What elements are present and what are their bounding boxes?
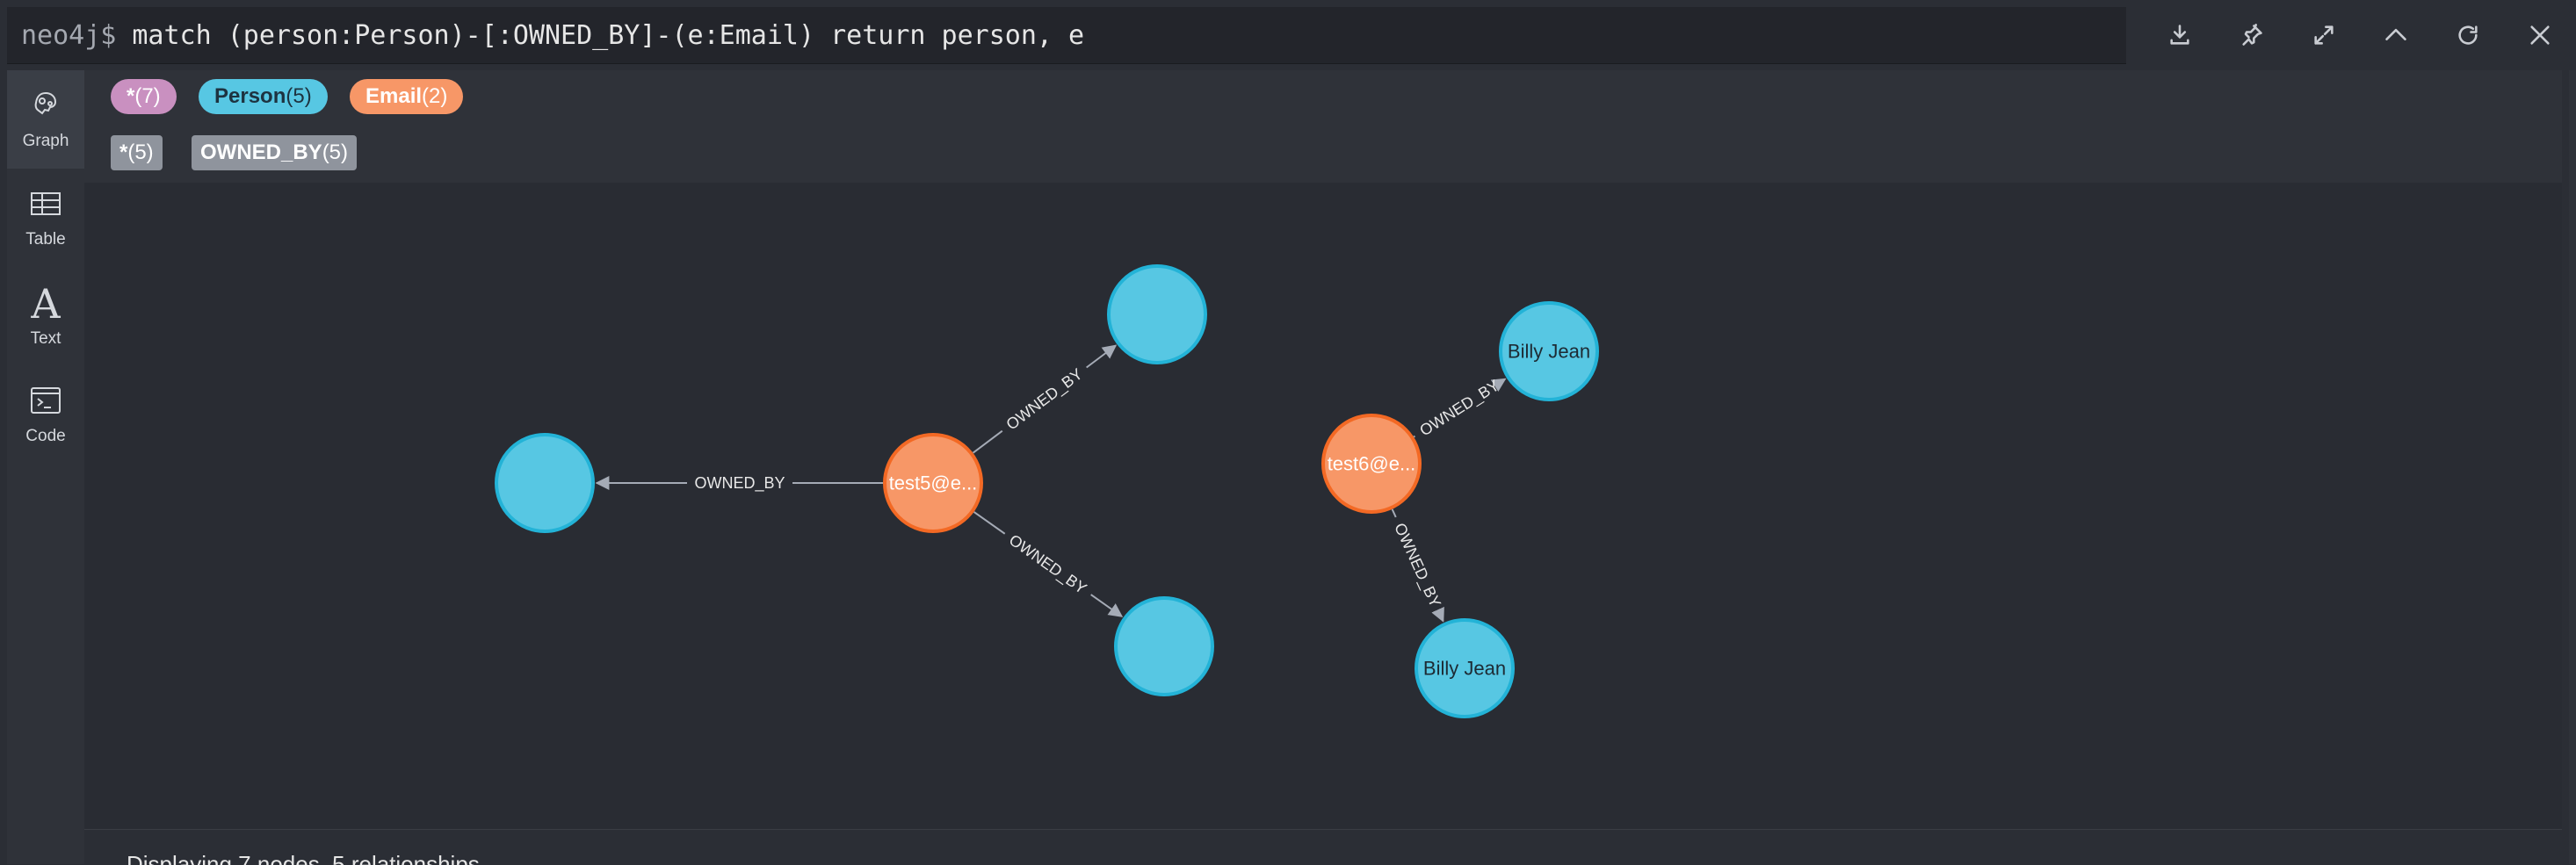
relationship-line — [973, 511, 1006, 535]
relationship-line — [972, 429, 1003, 454]
relationship-label: OWNED_BY — [1003, 365, 1087, 435]
legend-label-count: (2) — [422, 84, 448, 108]
relationship-label: OWNED_BY — [694, 474, 785, 493]
legend-label-all[interactable]: *(7) — [111, 79, 177, 114]
relationship-label: OWNED_BY — [1005, 531, 1089, 599]
legend-rel-owned-by[interactable]: OWNED_BY(5) — [192, 135, 358, 170]
legend-rel-name: OWNED_BY — [200, 141, 322, 164]
relationship-label: OWNED_BY — [1390, 521, 1444, 610]
node-person[interactable]: Billy Jean — [1415, 618, 1515, 718]
sidebar-item-text[interactable]: A Text — [7, 267, 84, 365]
legend-label-person[interactable]: Person(5) — [199, 79, 328, 114]
relationship-line — [1490, 378, 1507, 393]
legend-label-email[interactable]: Email(2) — [350, 79, 464, 114]
query-bar[interactable]: neo4j$ match (person:Person)-[:OWNED_BY]… — [7, 7, 2126, 64]
node-person[interactable] — [1107, 264, 1207, 364]
download-icon — [2170, 25, 2189, 45]
sidebar-item-code[interactable]: Code — [7, 365, 84, 464]
legend-label-count: (7) — [134, 84, 161, 108]
relationship-line — [1391, 508, 1397, 518]
pin-button[interactable] — [2216, 7, 2288, 63]
node-person[interactable]: Billy Jean — [1499, 301, 1599, 401]
expand-icon — [2314, 25, 2334, 45]
text-icon: A — [31, 280, 61, 328]
node-caption: Billy Jean — [1508, 341, 1590, 363]
sidebar-item-label: Table — [25, 230, 66, 249]
query-text[interactable]: match (person:Person)-[:OWNED_BY]-(e:Ema… — [132, 19, 1085, 51]
legend-rel-count: (5) — [127, 141, 154, 164]
status-text: Displaying 7 nodes, 5 relationships. — [127, 851, 487, 865]
relationship-owned-by[interactable]: OWNED_BY — [595, 474, 883, 493]
relationship-owned-by[interactable]: OWNED_BY — [1390, 508, 1444, 623]
graph-icon — [34, 91, 57, 115]
download-button[interactable] — [2144, 7, 2216, 63]
query-prompt: neo4j$ — [21, 19, 117, 51]
graph-legend: *(7) Person(5) Email(2) *(5) OWNED_BY(5) — [84, 70, 2562, 183]
code-icon — [31, 387, 61, 414]
collapse-icon — [2385, 28, 2406, 40]
view-sidebar: Graph Table A Text Code — [7, 70, 84, 864]
legend-label-name: Email — [365, 84, 423, 108]
sidebar-item-table[interactable]: Table — [7, 169, 84, 267]
legend-label-name: Person — [214, 84, 286, 108]
frame-toolbar — [2144, 7, 2576, 63]
node-circle — [1499, 301, 1599, 401]
node-caption: test6@e... — [1328, 453, 1416, 475]
relationship-line — [1431, 606, 1444, 623]
node-circle — [883, 433, 983, 533]
relationship-line — [1090, 594, 1124, 617]
table-icon — [31, 192, 61, 215]
node-caption: Billy Jean — [1423, 658, 1506, 680]
legend-label-count: (5) — [286, 84, 312, 108]
scrollbar[interactable] — [2569, 70, 2576, 864]
node-email[interactable]: test6@e... — [1321, 414, 1422, 514]
status-bar: Displaying 7 nodes, 5 relationships. — [84, 829, 2562, 865]
node-circle — [1415, 618, 1515, 718]
node-caption: test5@e... — [889, 472, 978, 494]
pin-icon — [2242, 24, 2262, 46]
relationship-line — [1086, 344, 1118, 369]
graph-view[interactable]: OWNED_BY OWNED_BY OWNED_BY OWNED_BY OWNED_BY… — [84, 183, 2562, 829]
relationship-owned-by[interactable]: OWNED_BY — [973, 511, 1124, 617]
legend-rel-name: * — [119, 141, 128, 164]
sidebar-item-label: Graph — [22, 132, 69, 150]
sidebar-item-label: Code — [25, 427, 66, 445]
node-person[interactable] — [495, 433, 595, 533]
legend-label-name: * — [127, 84, 135, 108]
node-circle — [1114, 596, 1214, 696]
close-button[interactable] — [2504, 7, 2576, 63]
relationship-line — [1413, 435, 1416, 438]
sidebar-item-graph[interactable]: Graph — [7, 70, 84, 169]
relationship-label: OWNED_BY — [1416, 377, 1502, 441]
rerun-button[interactable] — [2432, 7, 2504, 63]
relationship-owned-by[interactable]: OWNED_BY — [1413, 377, 1507, 441]
close-icon — [2530, 25, 2550, 45]
graph-canvas[interactable]: OWNED_BY OWNED_BY OWNED_BY OWNED_BY OWNED_BY… — [84, 183, 2562, 829]
collapse-button[interactable] — [2360, 7, 2432, 63]
legend-rel-all[interactable]: *(5) — [111, 135, 163, 170]
legend-rel-count: (5) — [322, 141, 349, 164]
node-person[interactable] — [1114, 596, 1214, 696]
refresh-icon — [2458, 25, 2478, 45]
node-circle — [1321, 414, 1422, 514]
node-circle — [1107, 264, 1207, 364]
fullscreen-button[interactable] — [2288, 7, 2360, 63]
node-email[interactable]: test5@e... — [883, 433, 983, 533]
node-circle — [495, 433, 595, 533]
sidebar-item-label: Text — [30, 329, 62, 348]
relationship-owned-by[interactable]: OWNED_BY — [972, 344, 1118, 454]
